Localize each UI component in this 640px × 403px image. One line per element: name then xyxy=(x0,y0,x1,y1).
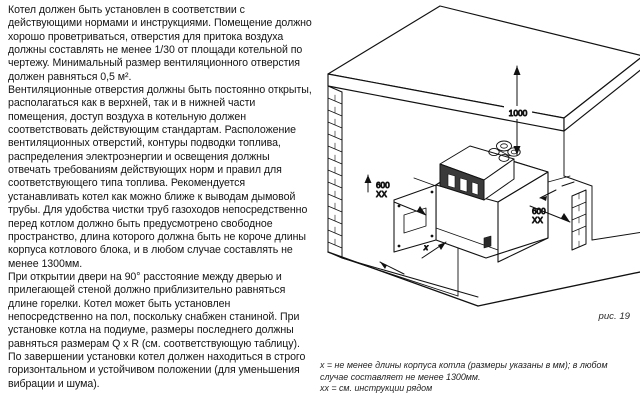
paragraph-3: При открытии двери на 90° расстояние меж… xyxy=(8,270,306,390)
right-wall-return xyxy=(563,130,640,241)
paragraph-2: Вентиляционные отверстия должны быть пос… xyxy=(8,84,312,270)
figure-note-xx: xx = см. инструкции рядом xyxy=(320,383,433,394)
dimension-label-right-600: 600 xyxy=(532,207,546,216)
boiler-room-isometric-diagram: 1000 600 XX 600 xyxy=(327,5,640,307)
right-brick-pilaster xyxy=(571,189,587,251)
dimension-label-x: x xyxy=(423,242,429,252)
instruction-body: Котел должен быть установлен в соответст… xyxy=(8,4,314,391)
paragraph-1: Котел должен быть установлен в соответст… xyxy=(8,4,312,83)
dimension-left-clearance xyxy=(364,174,427,216)
left-brick-wall xyxy=(327,85,343,259)
dimension-right-clearance xyxy=(529,181,575,223)
floor-plane xyxy=(327,251,640,307)
figure-note-x: x = не менее длины корпуса котла (размер… xyxy=(320,360,608,382)
dimension-front-clearance xyxy=(379,241,447,275)
dimension-label-right-xx: XX xyxy=(532,216,543,225)
right-wall-guide-lines xyxy=(413,175,571,187)
boiler-control-panel xyxy=(439,145,515,201)
ceiling-slab xyxy=(327,5,640,132)
dimension-ceiling-clearance xyxy=(504,65,532,156)
figure-notes: x = не менее длины корпуса котла (размер… xyxy=(320,360,632,395)
burner-flange-assembly xyxy=(488,140,521,162)
figure-caption: рис. 19 xyxy=(598,311,630,322)
dimension-label-left-xx: XX xyxy=(376,190,387,199)
instruction-text-column: Котел должен быть установлен в соответст… xyxy=(8,4,314,390)
floor-edges xyxy=(341,257,479,298)
figure-column: 1000 600 XX 600 xyxy=(318,0,640,403)
dimension-label-1000: 1000 xyxy=(509,108,528,118)
dimension-label-left-600: 600 xyxy=(376,181,390,190)
boiler-unit xyxy=(393,140,549,263)
